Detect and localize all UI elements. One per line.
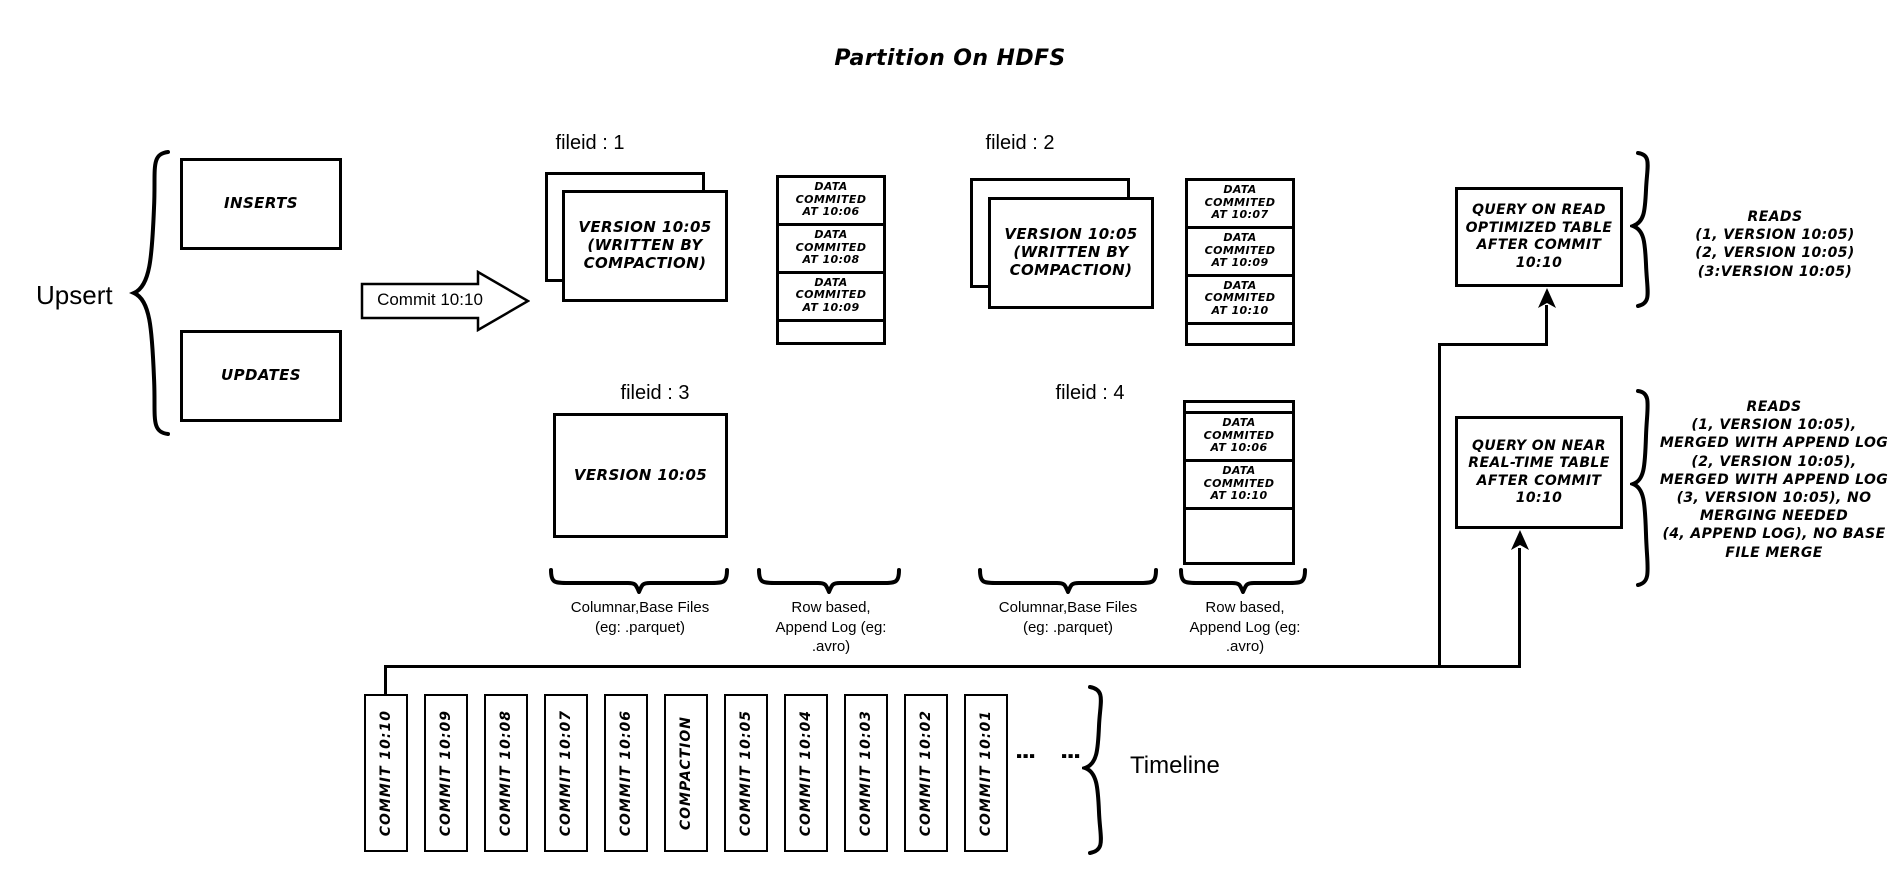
reads-brace-1 [1630,151,1650,308]
columnar-caption-left: Columnar,Base Files (eg: .parquet) [570,599,710,636]
timeline-connector-horizontal [384,665,1519,668]
fileid-3-base-card: VERSION 10:05 [553,413,728,538]
rowbased-brace-left [757,568,901,594]
timeline-item-label: COMPACTION [677,715,694,831]
fileid-1-log-stack: DATA COMMITED AT 10:06 DATA COMMITED AT … [776,175,886,345]
updates-label: UPDATES [221,366,301,385]
rowbased-caption-right: Row based, Append Log (eg: .avro) [1189,599,1301,655]
connector-riser-near-realtime [1518,548,1521,668]
columnar-caption-right: Columnar,Base Files (eg: .parquet) [998,599,1138,636]
timeline-ellipsis-2: ⋮ [1057,745,1082,771]
timeline-item-0[interactable]: COMMIT 10:10 [364,694,408,852]
fileid-3-base-line-1: VERSION 10:05 [573,465,708,484]
fileid-2-base-line-1: VERSION 10:05 [1004,225,1138,244]
timeline-brace [1082,685,1103,855]
query-near-realtime-box[interactable]: QUERY ON NEAR REAL-TIME TABLE AFTER COMM… [1455,416,1623,529]
log-entry: DATA COMMITED AT 10:09 [1188,229,1292,277]
reads-summary-near-realtime: READS (1, VERSION 10:05), MERGED WITH AP… [1659,399,1889,561]
fileid-4-label: fileid : 4 [1055,382,1125,404]
fileid-1-base-line-1: VERSION 10:05 [578,218,712,237]
inserts-label: INSERTS [224,194,298,213]
fileid-3-label: fileid : 3 [620,382,690,404]
page-title: Partition On HDFS [834,46,1066,71]
fileid-2-base-line-2: (WRITTEN BY [1013,243,1129,262]
inserts-box: INSERTS [180,158,342,250]
timeline-item-label: COMMIT 10:06 [617,709,634,837]
timeline-item-label: COMMIT 10:05 [737,709,754,837]
timeline-item-6[interactable]: COMMIT 10:05 [724,694,768,852]
timeline-item-5[interactable]: COMPACTION [664,694,708,852]
fileid-1-label: fileid : 1 [555,132,625,154]
log-entry: DATA COMMITED AT 10:06 [779,178,883,226]
fileid-4-log-stack: DATA COMMITED AT 10:06 DATA COMMITED AT … [1183,400,1295,565]
fileid-1-base-line-3: COMPACTION) [583,253,707,272]
fileid-2-label: fileid : 2 [985,132,1055,154]
log-entry: DATA COMMITED AT 10:09 [779,274,883,322]
fileid-2-base-line-3: COMPACTION) [1009,260,1133,279]
log-entry: DATA COMMITED AT 10:07 [1188,181,1292,229]
timeline-item-8[interactable]: COMMIT 10:03 [844,694,888,852]
timeline-item-label: COMMIT 10:09 [437,709,454,837]
timeline-connector-drop [384,665,387,695]
reads-summary-read-optimized: READS (1, VERSION 10:05) (2, VERSION 10:… [1695,209,1855,280]
log-entry: DATA COMMITED AT 10:10 [1188,277,1292,325]
fileid-1-base-line-2: (WRITTEN BY [587,236,703,255]
log-entry: DATA COMMITED AT 10:08 [779,226,883,274]
upsert-label: Upsert [36,280,113,310]
timeline-item-label: COMMIT 10:08 [497,709,514,837]
timeline-item-10[interactable]: COMMIT 10:01 [964,694,1008,852]
log-entry: DATA COMMITED AT 10:06 [1186,414,1292,462]
log-top-strip [1186,403,1292,414]
connector-stem-read-optimized [1545,305,1548,345]
timeline-item-label: COMMIT 10:07 [557,709,574,837]
timeline-item-1[interactable]: COMMIT 10:09 [424,694,468,852]
timeline-item-label: COMMIT 10:04 [797,709,814,837]
timeline-item-7[interactable]: COMMIT 10:04 [784,694,828,852]
log-empty-space [779,322,883,486]
fileid-2-log-stack: DATA COMMITED AT 10:07 DATA COMMITED AT … [1185,178,1295,346]
timeline-item-label: COMMIT 10:03 [857,709,874,837]
timeline-ellipsis-1: ⋮ [1012,745,1037,771]
columnar-brace-left [549,568,729,594]
reads-brace-2 [1630,389,1650,587]
log-entry: DATA COMMITED AT 10:10 [1186,462,1292,510]
rowbased-caption-left: Row based, Append Log (eg: .avro) [775,599,887,655]
upsert-brace [129,150,170,436]
timeline-item-label: COMMIT 10:10 [377,709,394,837]
timeline-item-label: COMMIT 10:02 [917,709,934,837]
timeline-label: Timeline [1130,752,1220,779]
updates-box: UPDATES [180,330,342,422]
connector-top-read-optimized [1438,343,1548,346]
timeline-item-9[interactable]: COMMIT 10:02 [904,694,948,852]
arrowhead-read-optimized [1538,288,1556,308]
fileid-2-base-card: VERSION 10:05 (WRITTEN BY COMPACTION) [988,197,1154,309]
fileid-1-base-card: VERSION 10:05 (WRITTEN BY COMPACTION) [562,190,728,302]
columnar-brace-right [978,568,1158,594]
arrowhead-near-realtime [1511,530,1529,550]
connector-riser-read-optimized [1438,343,1441,668]
timeline-item-label: COMMIT 10:01 [977,709,994,837]
query-read-optimized-box[interactable]: QUERY ON READ OPTIMIZED TABLE AFTER COMM… [1455,187,1623,287]
timeline-item-2[interactable]: COMMIT 10:08 [484,694,528,852]
commit-arrow: Commit 10:10 [360,270,530,332]
timeline-item-4[interactable]: COMMIT 10:06 [604,694,648,852]
commit-arrow-label: Commit 10:10 [377,290,483,309]
timeline-item-3[interactable]: COMMIT 10:07 [544,694,588,852]
rowbased-brace-right [1179,568,1307,594]
